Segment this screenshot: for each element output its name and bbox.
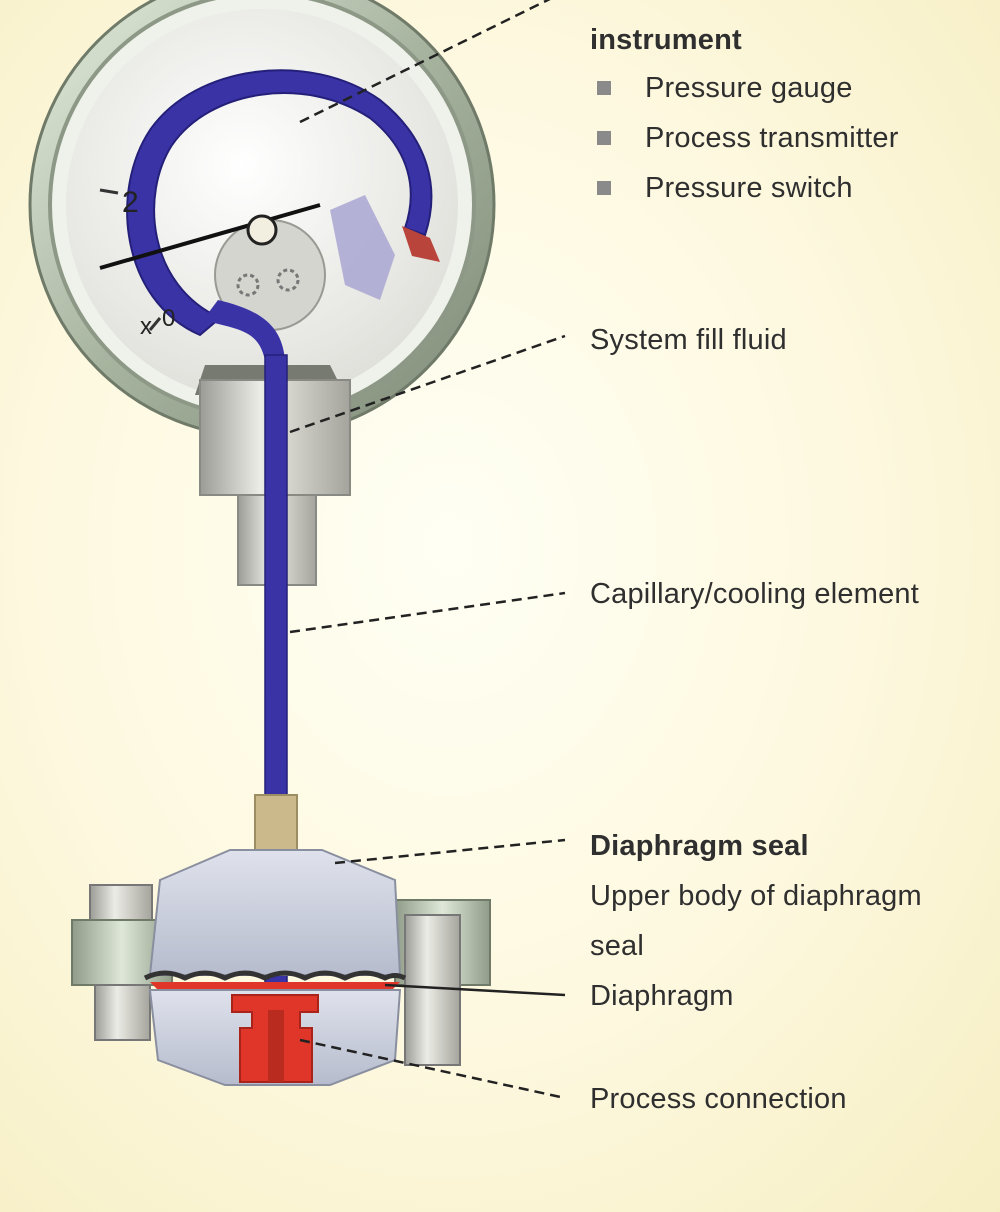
leader-instrument <box>299 0 551 124</box>
leader-diaphragm-seal <box>334 838 566 865</box>
leader-process-connection <box>299 1038 566 1100</box>
bolt-left-bottom <box>94 984 151 1041</box>
process-connection-bore <box>268 1010 284 1082</box>
gear-icon <box>236 273 260 297</box>
leader-lines <box>289 0 566 1100</box>
dial-unit-mark: x <box>140 313 152 340</box>
label-system-fill-fluid: System fill fluid <box>590 324 787 356</box>
dial-number-0: 0 <box>162 305 175 332</box>
fluid-channel <box>203 300 285 360</box>
pressure-gauge: 2 0 x <box>28 0 496 439</box>
label-upper-body-line2: seal <box>590 930 644 962</box>
bullet-icon <box>597 181 611 195</box>
scale-tick <box>99 188 119 195</box>
leader-capillary <box>289 591 566 634</box>
bolt-right <box>404 914 461 1066</box>
label-upper-body-line1: Upper body of diaphragm <box>590 880 922 912</box>
label-pressure-gauge: Pressure gauge <box>645 72 853 104</box>
leader-diaphragm <box>384 983 566 997</box>
diaphragm-fill <box>150 982 400 990</box>
gauge-pointer-hub <box>246 214 278 246</box>
label-capillary: Capillary/cooling element <box>590 578 919 610</box>
leader-system-fill-fluid <box>289 334 566 434</box>
label-diaphragm-seal: Diaphragm seal <box>590 830 809 862</box>
bullet-icon <box>597 81 611 95</box>
bourdon-tube-tip <box>402 226 440 262</box>
bourdon-tube <box>126 69 433 337</box>
seal-neck <box>254 794 298 856</box>
label-instrument-title: instrument <box>590 24 742 56</box>
gauge-movement <box>330 195 395 300</box>
gauge-pointer <box>99 203 321 270</box>
scale-tick <box>148 317 162 331</box>
dial-number-2: 2 <box>122 186 139 219</box>
label-pressure-switch: Pressure switch <box>645 172 853 204</box>
label-diaphragm: Diaphragm <box>590 980 734 1012</box>
diaphragm-membrane <box>143 970 407 981</box>
diaphragm-seal <box>71 794 491 1086</box>
gear-icon <box>276 268 300 292</box>
bullet-icon <box>597 131 611 145</box>
seal-upper-body <box>148 849 402 976</box>
label-process-connection: Process connection <box>590 1083 847 1115</box>
label-process-transmitter: Process transmitter <box>645 122 899 154</box>
